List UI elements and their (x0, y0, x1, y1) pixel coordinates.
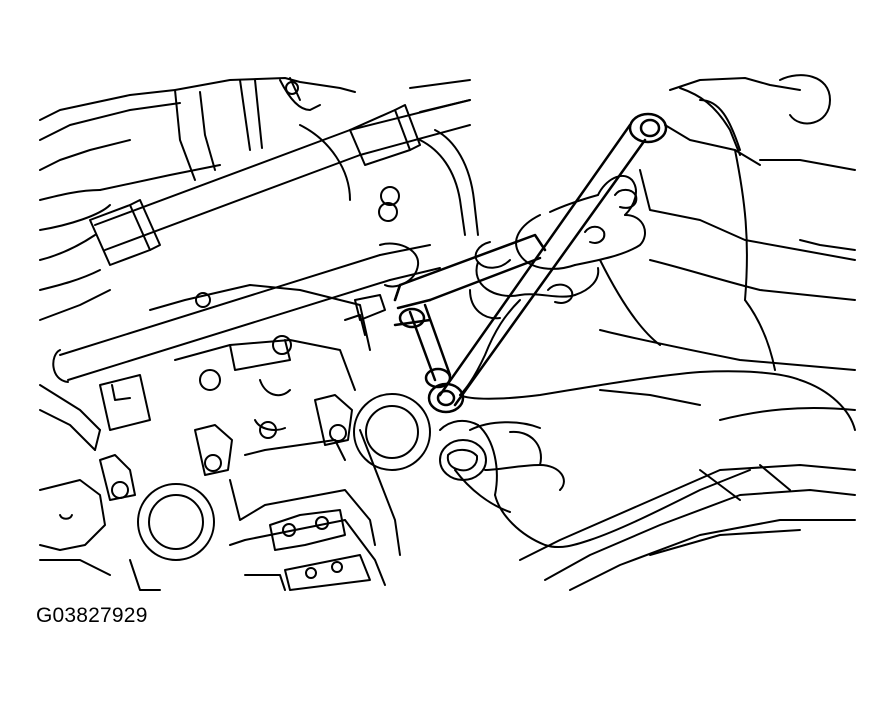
hand-icon (439, 87, 856, 549)
bracket (344, 294, 386, 336)
engine-lower-block (39, 429, 401, 591)
figure-code: G03827929 (36, 604, 148, 627)
intake-manifold (39, 77, 356, 321)
engine-cover-right (519, 74, 856, 591)
manifold-bolts (195, 81, 400, 391)
fuel-rail-upper (89, 79, 471, 266)
sensor-connector (39, 374, 151, 451)
fuel-injectors (99, 394, 353, 501)
throttle-block (149, 284, 371, 397)
intake-ports (137, 393, 431, 561)
fuel-rail-lower (52, 124, 479, 383)
wrench-icon (393, 112, 668, 414)
